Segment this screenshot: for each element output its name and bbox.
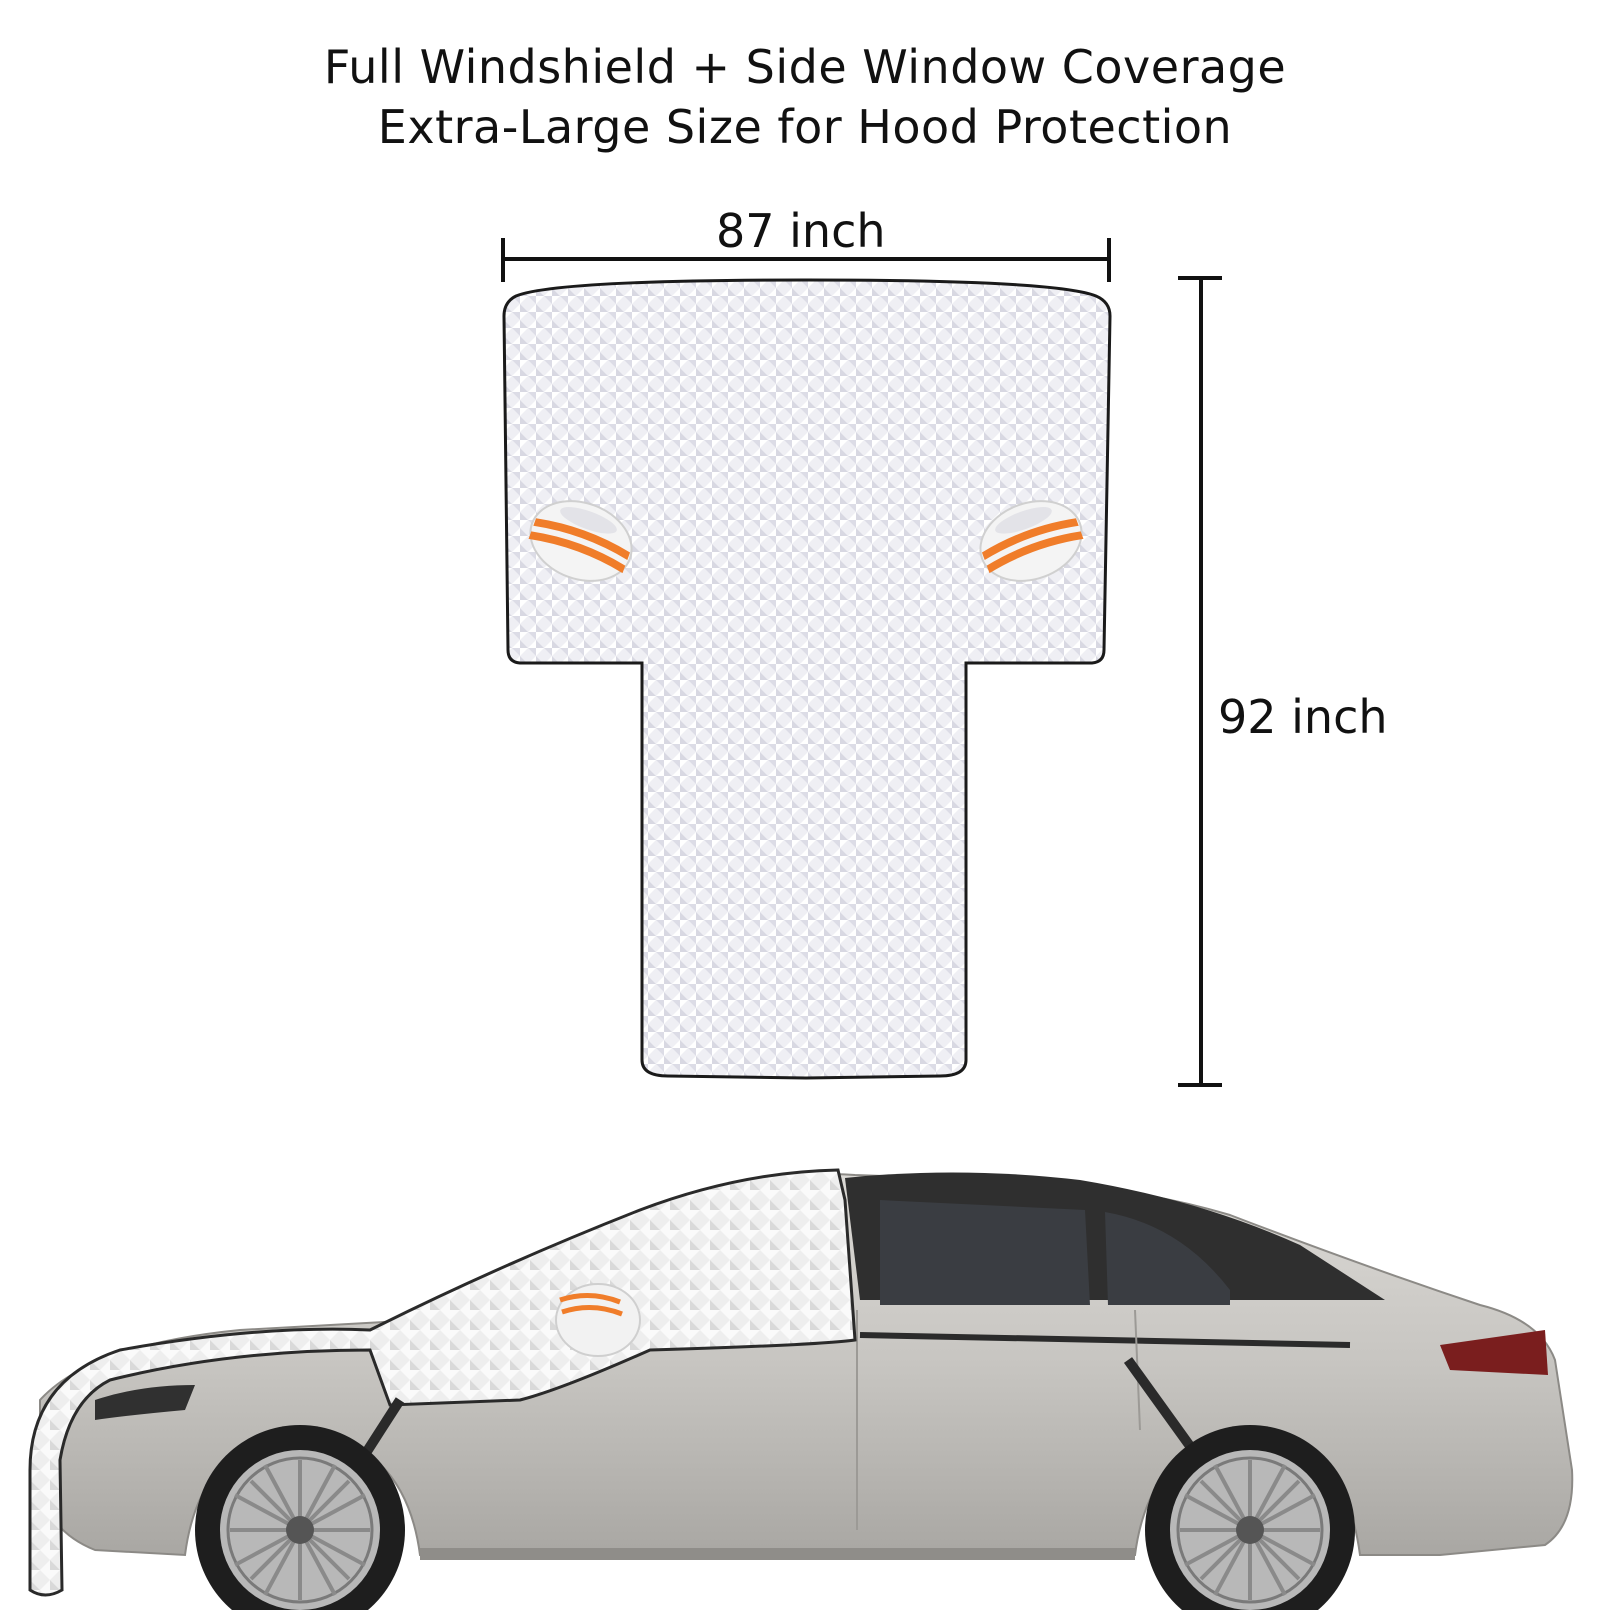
car-mirror-pocket-icon	[555, 1283, 641, 1357]
car-cover-drape	[28, 1168, 857, 1597]
headline-line-2: Extra-Large Size for Hood Protection	[377, 100, 1233, 154]
front-wheel	[195, 1425, 405, 1610]
left-mirror-pocket-icon	[528, 500, 633, 582]
car-front-window	[880, 1200, 1090, 1305]
car-illustration	[28, 1168, 1574, 1610]
cover-shape	[502, 278, 1112, 1080]
headline-line-1: Full Windshield + Side Window Coverage	[323, 40, 1287, 94]
height-dimension-label: 92 inch	[1218, 690, 1388, 744]
rear-wheel	[1145, 1425, 1355, 1610]
width-dimension-label: 87 inch	[716, 204, 886, 258]
width-dimension-line	[501, 238, 1111, 282]
right-mirror-pocket-icon	[979, 500, 1084, 582]
car-rear-window	[1105, 1212, 1230, 1305]
height-dimension-line	[1178, 276, 1222, 1087]
